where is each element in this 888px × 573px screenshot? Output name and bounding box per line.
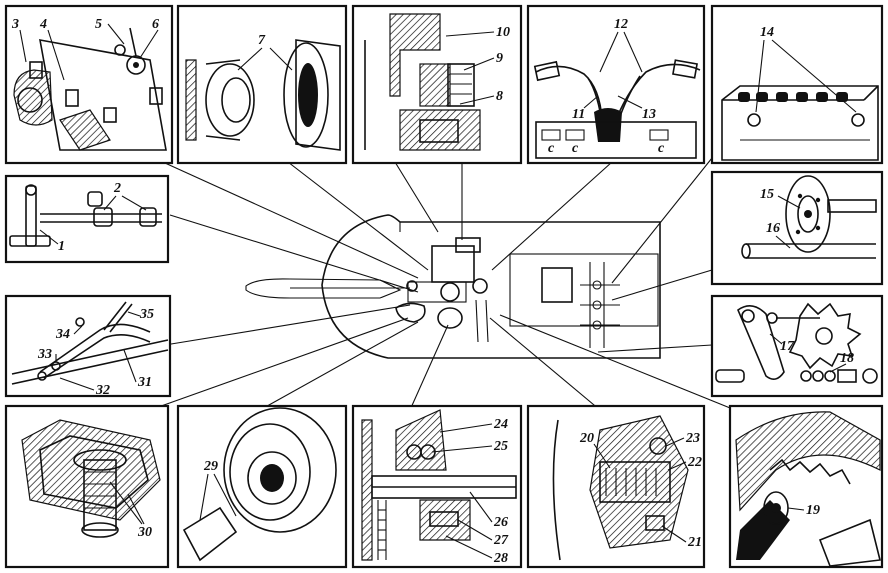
callout-27: 27: [493, 533, 509, 548]
callout-8: 8: [496, 89, 503, 104]
panel-gearbox-section: 24 25 26 27 28: [351, 404, 523, 569]
callout-35: 35: [139, 307, 154, 322]
callout-23: 23: [685, 431, 700, 446]
callout-7: 7: [258, 33, 266, 48]
dash-letter-3: c: [658, 141, 665, 156]
callout-33: 33: [37, 347, 52, 362]
leader-lines: [149, 151, 741, 413]
callout-17: 17: [780, 339, 795, 354]
callout-13: 13: [642, 107, 656, 122]
callout-29: 29: [203, 459, 218, 474]
callout-5: 5: [95, 17, 102, 32]
callout-15: 15: [760, 187, 774, 202]
panel-cable-adjust: 35 34 33 31 32: [4, 294, 172, 398]
central-motorcycle: [245, 214, 661, 359]
callout-12: 12: [614, 17, 628, 32]
callout-32: 32: [95, 383, 110, 398]
callout-21: 21: [687, 535, 702, 550]
gear-icon: [788, 302, 862, 370]
panel-cables: c c c 12 11 13: [526, 4, 706, 165]
dash-letter-1: c: [548, 141, 555, 156]
panel-regulator: 20 23 22 21: [526, 404, 706, 569]
callout-28: 28: [493, 551, 508, 566]
callout-30: 30: [137, 525, 152, 540]
callout-6: 6: [152, 17, 159, 32]
callout-11: 11: [572, 107, 585, 122]
panel-linkage: 2 1: [4, 174, 170, 264]
callout-1: 1: [58, 239, 65, 254]
callout-3: 3: [11, 17, 19, 32]
panel-engine-top: 3 4 5 6: [4, 4, 174, 165]
panel-starter-gear: 19: [728, 404, 884, 569]
callout-19: 19: [806, 503, 820, 518]
callout-9: 9: [496, 51, 503, 66]
panel-wheel-hub: 15 16: [710, 170, 884, 286]
callout-22: 22: [687, 455, 702, 470]
panel-filter-cup: 29: [176, 404, 348, 569]
callout-25: 25: [493, 439, 508, 454]
engine-icon: [13, 27, 167, 151]
callout-34: 34: [55, 327, 70, 342]
panel-bushing: 7: [176, 4, 348, 165]
callout-2: 2: [113, 181, 121, 196]
battery-icon: [721, 85, 879, 161]
panel-battery: 14: [710, 4, 884, 165]
callout-24: 24: [493, 417, 508, 432]
callout-16: 16: [766, 221, 780, 236]
callout-26: 26: [493, 515, 508, 530]
callout-18: 18: [840, 351, 854, 366]
motorcycle-outline-icon: [321, 214, 661, 359]
panel-brush-holder: 30: [4, 404, 170, 569]
callout-14: 14: [760, 25, 774, 40]
callout-10: 10: [496, 25, 510, 40]
dash-letter-2: c: [572, 141, 579, 156]
callout-20: 20: [579, 431, 594, 446]
panel-lever-fasteners: 17 18: [710, 294, 884, 398]
panel-clutch-section: 10 9 8: [351, 4, 523, 165]
callout-31: 31: [137, 375, 152, 390]
callout-4: 4: [39, 17, 47, 32]
